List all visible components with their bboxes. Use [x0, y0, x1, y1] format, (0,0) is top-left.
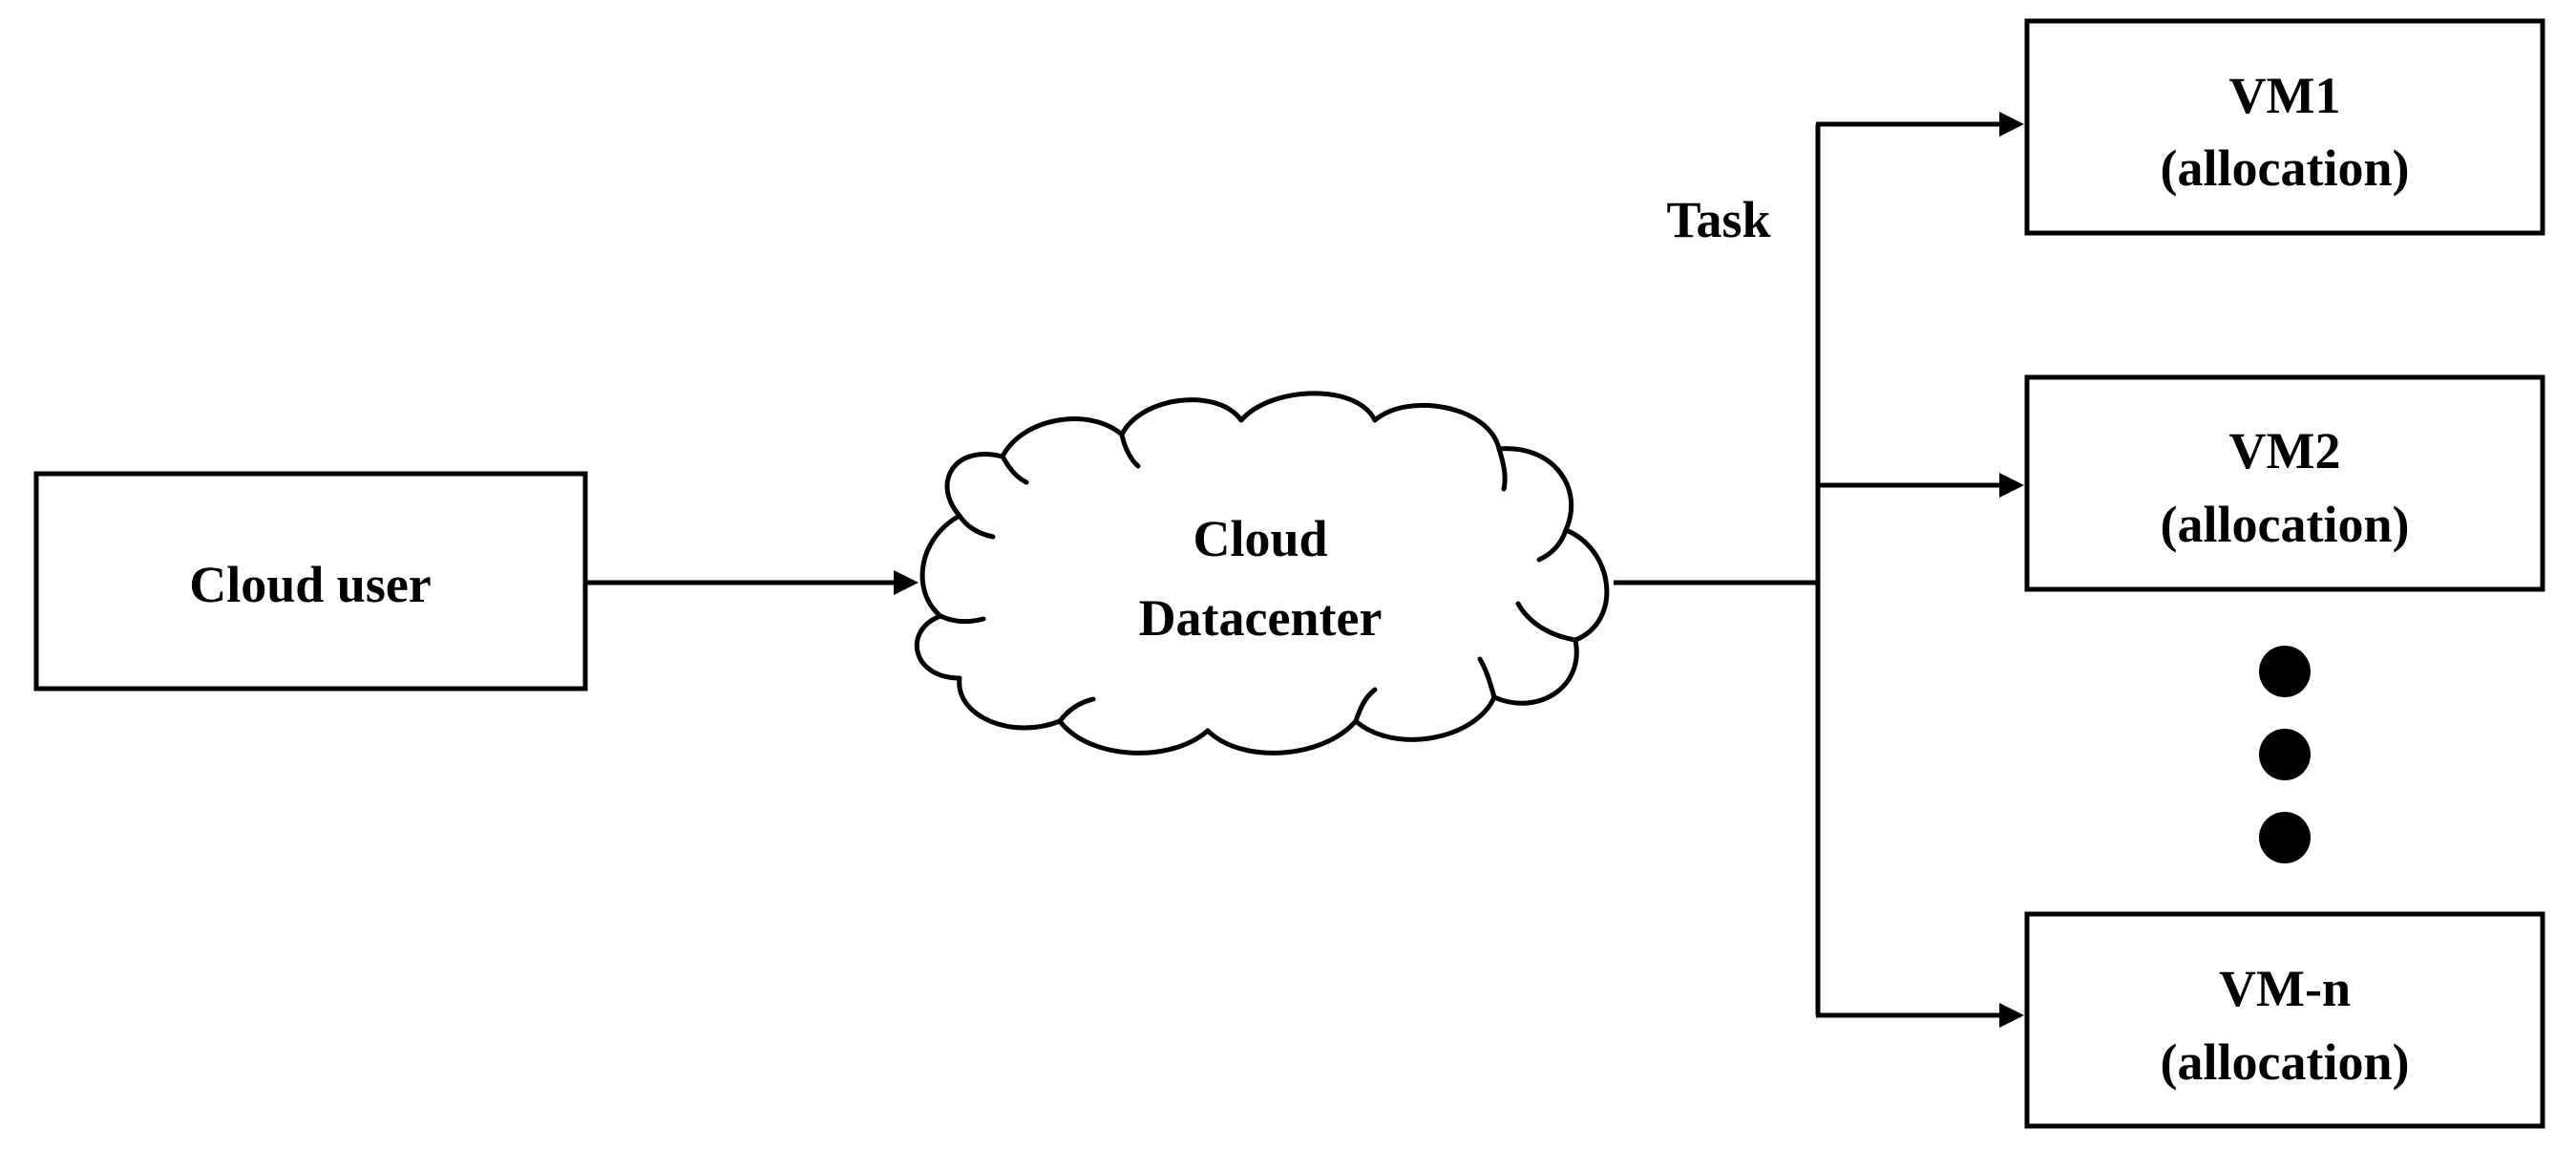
vmn-name: VM-n — [2219, 960, 2351, 1017]
datacenter-label-line1: Cloud — [1193, 510, 1327, 567]
cloud-user-node: Cloud user — [33, 471, 588, 692]
cloud-icon — [914, 391, 1610, 755]
ellipsis-dot — [2259, 729, 2311, 780]
vm-ellipsis — [2259, 646, 2311, 863]
datacenter-to-bus-connector — [1614, 124, 1821, 1015]
ellipsis-dot — [2259, 646, 2311, 697]
datacenter-cloud-node: Cloud Datacenter — [914, 391, 1610, 755]
vm2-name: VM2 — [2229, 422, 2341, 479]
vmn-node: VM-n (allocation) — [2024, 911, 2545, 1129]
datacenter-label-line2: Datacenter — [1139, 589, 1383, 647]
ellipsis-dot — [2259, 812, 2311, 863]
vm1-detail: (allocation) — [2161, 139, 2410, 197]
task-label: Task — [1666, 191, 1770, 248]
cloud-user-label: Cloud user — [189, 556, 432, 613]
user-to-datacenter-arrow — [585, 570, 918, 595]
vm1-name: VM1 — [2229, 67, 2341, 124]
bus-to-vmn-arrow — [1816, 1003, 2024, 1028]
bus-to-vm2-arrow — [1816, 473, 2024, 498]
vm2-detail: (allocation) — [2161, 496, 2410, 553]
vm1-node: VM1 (allocation) — [2024, 18, 2545, 236]
bus-to-vm1-arrow — [1816, 112, 2024, 137]
vmn-detail: (allocation) — [2161, 1033, 2410, 1091]
vm2-node: VM2 (allocation) — [2024, 374, 2545, 592]
